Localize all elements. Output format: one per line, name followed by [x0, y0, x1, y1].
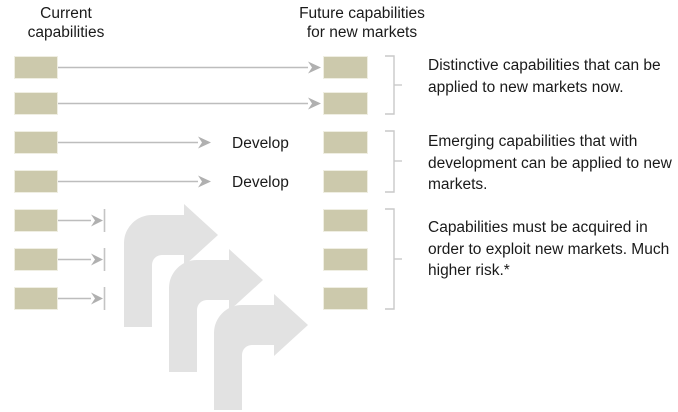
current-capability-box[interactable]: [14, 131, 58, 154]
current-capability-box[interactable]: [14, 92, 58, 115]
future-capability-box[interactable]: [323, 131, 368, 154]
description-acquire: Capabilities must be acquired in order t…: [428, 219, 670, 279]
develop-arrow-row-3: [57, 136, 211, 149]
current-capability-box[interactable]: [14, 209, 58, 232]
current-capability-box[interactable]: [14, 170, 58, 193]
current-capability-box[interactable]: [14, 56, 58, 79]
develop-label-1: Develop: [232, 135, 289, 152]
direct-arrow-row-2: [57, 97, 321, 110]
acquisition-arrow-2: [169, 249, 263, 372]
acquisition-arrow-1: [124, 204, 218, 327]
blocked-arrow-row-6: [57, 248, 106, 271]
bracket-group-2: [385, 130, 402, 193]
description-distinctive: Distinctive capabilities that can be app…: [428, 57, 661, 96]
heading-future-capabilities: Future capabilities for new markets: [299, 5, 425, 41]
blocked-arrow-row-5: [57, 209, 106, 232]
future-capability-box[interactable]: [323, 56, 368, 79]
future-capability-box[interactable]: [323, 170, 368, 193]
blocked-arrow-row-7: [57, 287, 106, 310]
current-capability-box[interactable]: [14, 248, 58, 271]
develop-arrow-row-4: [57, 175, 211, 188]
future-capability-box[interactable]: [323, 92, 368, 115]
current-capability-box[interactable]: [14, 287, 58, 310]
description-emerging: Emerging capabilities that with developm…: [428, 133, 672, 193]
future-capability-box[interactable]: [323, 287, 368, 310]
bracket-group-3: [385, 208, 402, 310]
direct-arrow-row-1: [57, 61, 321, 74]
heading-current-capabilities: Current capabilities: [27, 5, 105, 41]
bracket-group-1: [385, 55, 402, 115]
future-capability-box[interactable]: [323, 248, 368, 271]
develop-label-2: Develop: [232, 174, 289, 191]
acquisition-arrow-3: [214, 294, 308, 410]
future-capability-box[interactable]: [323, 209, 368, 232]
